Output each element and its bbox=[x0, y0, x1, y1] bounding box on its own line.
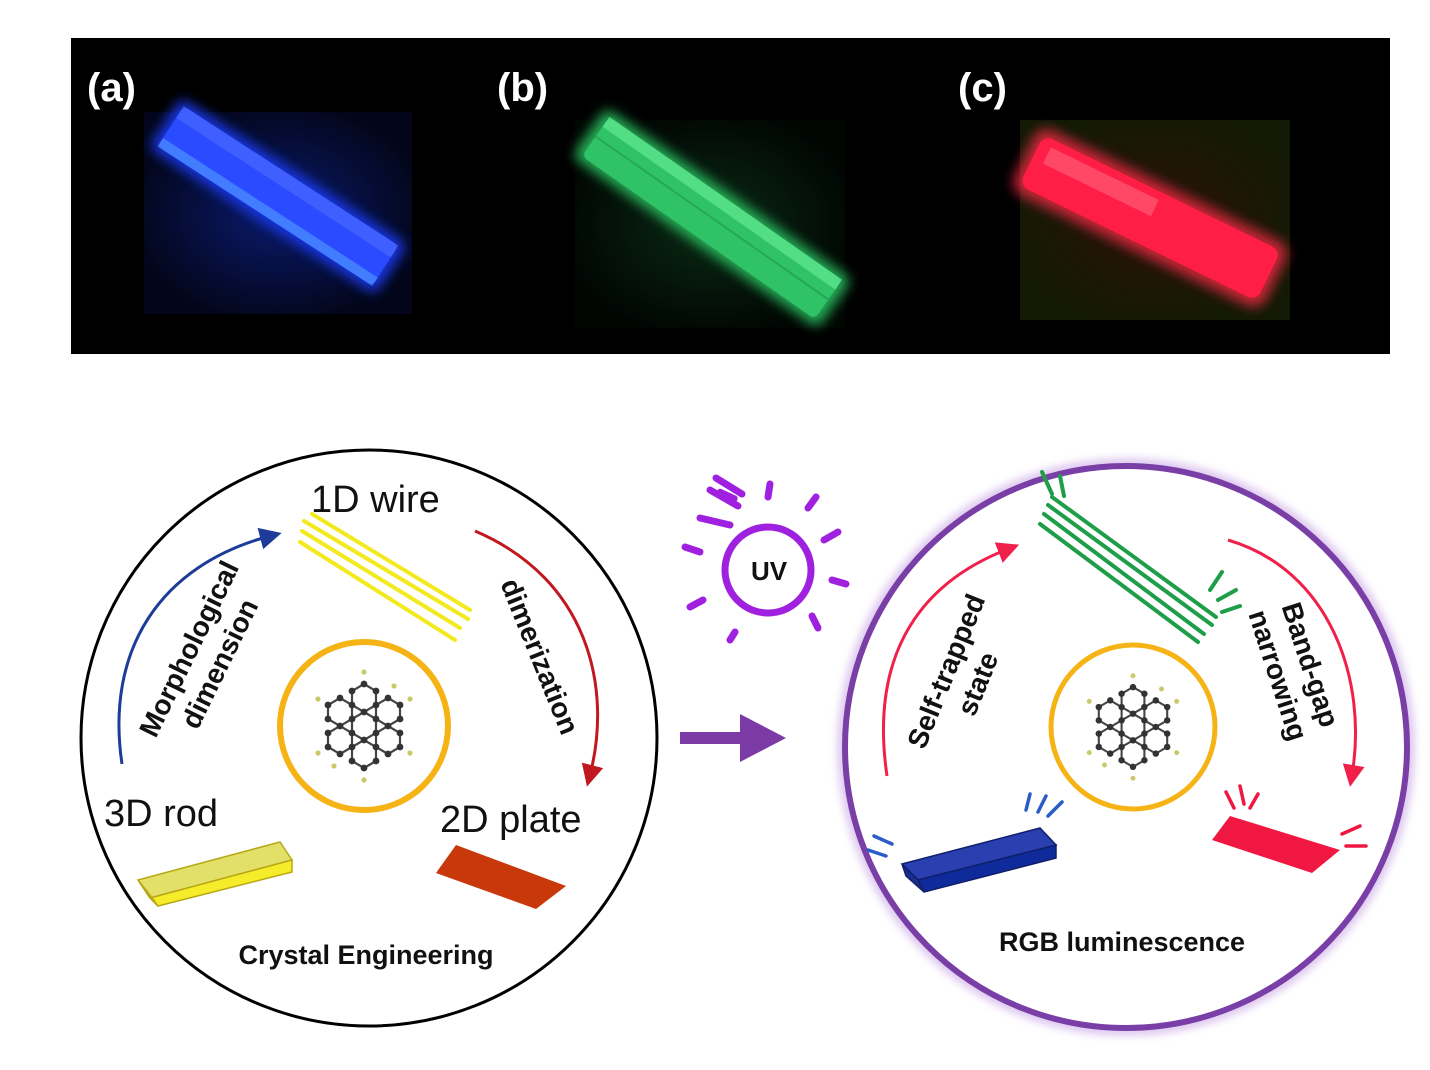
yellow-wire-icon bbox=[298, 512, 472, 642]
green-wire-icon bbox=[1038, 495, 1218, 644]
photo-panel-b: (b) bbox=[497, 66, 849, 328]
molecule-ring-left bbox=[277, 639, 451, 813]
rgb-luminescence-diagram: Self-trapped state Band-gap narrowing RG… bbox=[837, 458, 1415, 1036]
crystal-engineering-diagram: 1D wire 3D rod 2D plate Morphological di… bbox=[79, 448, 659, 1028]
panel-a-label: (a) bbox=[87, 66, 136, 110]
label-2d-plate: 2D plate bbox=[440, 799, 582, 841]
molecule-ring-right bbox=[1048, 642, 1218, 812]
uv-bulb-icon: UV bbox=[681, 474, 850, 644]
green-crystal-image bbox=[575, 110, 849, 326]
photo-panel-a: (a) bbox=[87, 66, 412, 314]
red-plate-icon bbox=[1212, 816, 1340, 873]
blue-emission-marks bbox=[866, 792, 1064, 858]
dimerization-arrow bbox=[474, 529, 604, 787]
label-3d-rod: 3D rod bbox=[104, 793, 218, 835]
photo-panel-c: (c) bbox=[958, 66, 1290, 320]
blue-rod-icon bbox=[900, 827, 1058, 893]
orange-plate-icon bbox=[436, 845, 566, 909]
red-emission-marks bbox=[1224, 784, 1368, 848]
self-trapped-arrow bbox=[882, 542, 1020, 777]
rgb-luminescence-circle bbox=[842, 463, 1410, 1031]
green-emission-marks bbox=[1040, 470, 1242, 614]
red-crystal-image bbox=[1013, 128, 1287, 308]
label-1d-wire: 1D wire bbox=[311, 479, 440, 521]
process-arrow bbox=[680, 714, 786, 762]
panel-c-label: (c) bbox=[958, 66, 1007, 110]
band-gap-arrow bbox=[1227, 538, 1365, 787]
yellow-rod-icon bbox=[136, 841, 294, 907]
panel-b-label: (b) bbox=[497, 66, 548, 110]
uv-label: UV bbox=[751, 556, 788, 586]
crystal-engineering-caption: Crystal Engineering bbox=[238, 940, 493, 970]
rgb-luminescence-caption: RGB luminescence bbox=[999, 927, 1245, 957]
blue-crystal-image bbox=[151, 100, 405, 292]
morphological-dimension-arrow bbox=[117, 527, 282, 765]
